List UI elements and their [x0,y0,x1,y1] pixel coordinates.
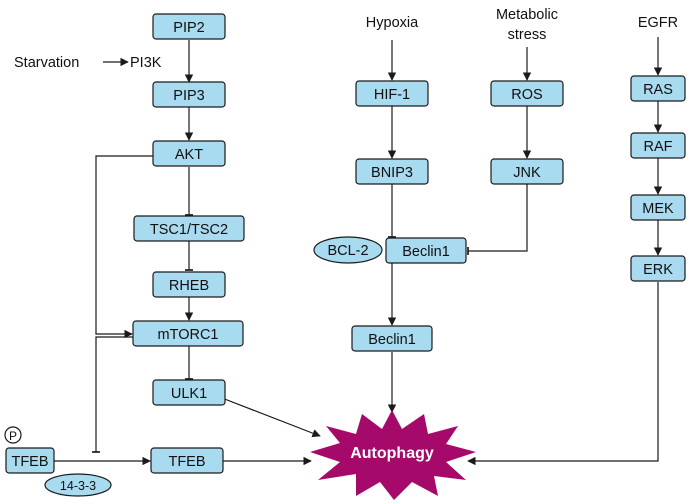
node-bnip3: BNIP3 [355,158,429,185]
node-ros: ROS [490,80,564,107]
svg-text:AKT: AKT [175,147,203,163]
svg-text:BNIP3: BNIP3 [371,165,413,181]
metabolic-stress-label-line1: Metabolic [496,7,558,23]
svg-text:BCL-2: BCL-2 [327,243,368,259]
edge-jnk-beclin1 [467,184,528,256]
node-beclin1: Beclin1 [351,325,433,352]
node-mtorc1: mTORC1 [132,320,244,347]
node-tfeb: TFEB [150,447,224,474]
autophagy-burst-shape [310,410,476,500]
metabolic-stress-label-line2: stress [508,27,547,43]
svg-text:TSC1/TSC2: TSC1/TSC2 [150,222,228,238]
node-tfeb-phosphorylated: TFEB [5,447,55,474]
node-tsc1-tsc2: TSC1/TSC2 [133,215,245,242]
node-beclin1-complex: Beclin1 [385,237,467,264]
node-erk: ERK [630,255,686,282]
node-rheb: RHEB [152,271,226,298]
svg-text:HIF-1: HIF-1 [374,87,410,103]
node-hif1: HIF-1 [355,80,429,107]
edge-ulk1-autophagy [221,397,321,438]
oval-14-3-3: 14-3-3 [44,473,112,497]
starvation-label: Starvation [14,55,79,71]
svg-text:mTORC1: mTORC1 [158,327,219,343]
svg-text:14-3-3: 14-3-3 [60,479,96,493]
autophagy-burst: Autophagy [310,410,476,500]
svg-text:PIP2: PIP2 [173,20,204,36]
egfr-label: EGFR [638,15,678,31]
svg-text:RAS: RAS [643,82,673,98]
node-pip3: PIP3 [152,81,226,108]
svg-text:Beclin1: Beclin1 [368,332,416,348]
svg-text:Beclin1: Beclin1 [402,244,450,260]
edge-erk-autophagy [467,282,659,466]
edges [50,37,663,466]
node-akt: AKT [152,140,226,167]
node-ulk1: ULK1 [152,379,226,406]
pi3k-label: PI3K [130,55,162,71]
svg-text:P: P [9,429,17,443]
node-raf: RAF [630,132,686,159]
svg-text:ULK1: ULK1 [171,386,207,402]
svg-text:ERK: ERK [643,262,673,278]
phosphate-marker: P [4,426,22,444]
node-pip2: PIP2 [152,13,226,40]
svg-text:TFEB: TFEB [168,454,205,470]
oval-bcl2: BCL-2 [313,236,383,264]
hypoxia-label: Hypoxia [366,15,419,31]
node-mek: MEK [630,194,686,221]
svg-text:TFEB: TFEB [11,454,48,470]
svg-text:ROS: ROS [511,87,542,103]
node-jnk: JNK [490,158,564,185]
edge-akt-mtorc1 [95,155,189,339]
svg-text:JNK: JNK [513,165,541,181]
node-ras: RAS [630,75,686,102]
autophagy-label: Autophagy [350,445,434,462]
svg-text:MEK: MEK [642,201,674,217]
svg-text:RHEB: RHEB [169,278,209,294]
svg-text:PIP3: PIP3 [173,88,204,104]
svg-text:RAF: RAF [644,139,673,155]
